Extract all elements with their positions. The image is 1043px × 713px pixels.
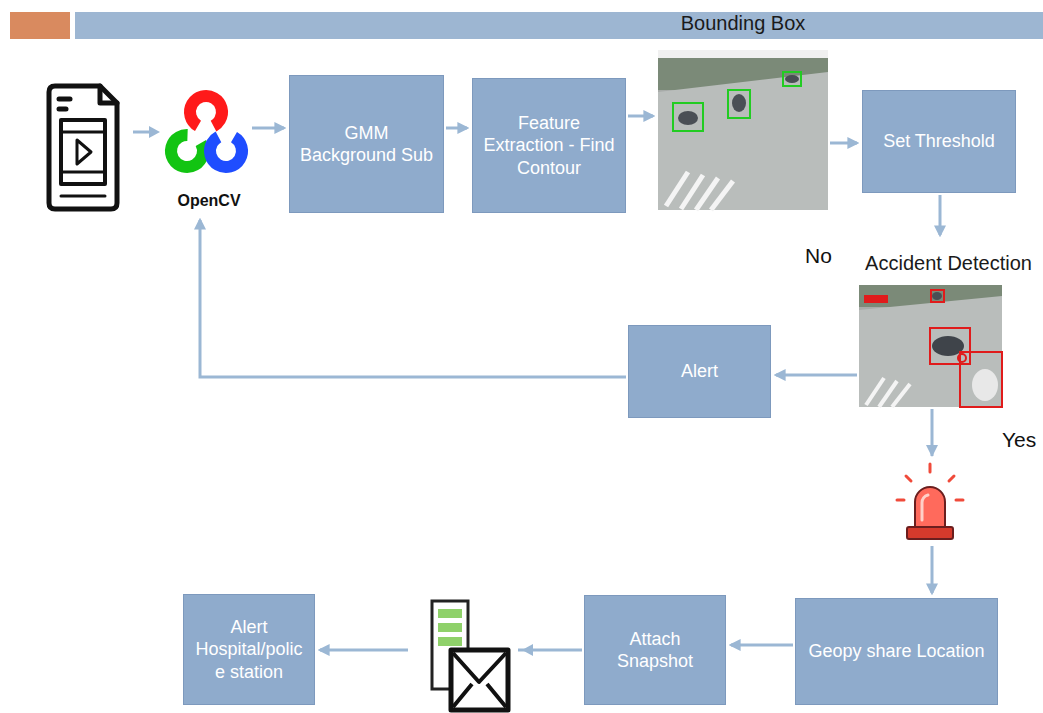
box-label: Alert Hospital/polic e station [192, 616, 306, 684]
process-box: Alert [628, 325, 771, 418]
flow-arrow [731, 644, 793, 647]
siren-icon-part [926, 445, 938, 457]
accident-screenshot-part [972, 369, 998, 401]
mail-server-icon-part [453, 653, 506, 707]
flow-arrow [133, 126, 160, 138]
box-label: Attach Snapshot [593, 628, 717, 673]
accident-screenshot-part [932, 292, 942, 300]
opencv-rings-part [165, 129, 209, 173]
process-box: Attach Snapshot [584, 595, 726, 705]
accident-screenshot-part [859, 285, 1002, 407]
video-file-icon-part [61, 120, 105, 184]
video-file-icon-part [61, 195, 105, 198]
opencv-logo: OpenCV [168, 88, 250, 215]
traffic-screenshot-part [732, 94, 746, 112]
logo-label: OpenCV [162, 192, 256, 210]
video-file-icon-part [59, 97, 70, 102]
traffic-screenshot-part [658, 72, 828, 210]
mail-server-icon-part [438, 609, 462, 618]
traffic-screenshot-part [658, 50, 828, 58]
video-file-icon-part [77, 140, 91, 164]
opencv-rings-part [184, 90, 228, 134]
accident-screenshot-part-part [892, 384, 910, 407]
traffic-screenshot-part [678, 111, 698, 125]
process-box: Feature Extraction - Find Contour [472, 78, 626, 213]
header-band-part [75, 12, 1043, 39]
mail-server-icon-part [438, 637, 462, 646]
siren-icon-part-part [897, 499, 904, 502]
screenshot-node: Bounding Box [658, 8, 828, 210]
traffic-screenshot [658, 50, 828, 210]
accident-screenshot-part-part [931, 290, 944, 302]
traffic-screenshot-part [785, 75, 799, 83]
header-band-part [10, 12, 70, 39]
process-box: GMM Background Sub [289, 75, 444, 213]
box-label: GMM Background Sub [298, 122, 435, 167]
video-file-icon-part [100, 86, 117, 103]
traffic-screenshot-part [673, 72, 801, 131]
box-label: Feature Extraction - Find Contour [481, 112, 617, 180]
box-label: Alert [681, 360, 718, 383]
siren-icon-part [893, 456, 967, 546]
traffic-screenshot-part-part [728, 90, 750, 118]
siren-icon-part [915, 487, 945, 528]
traffic-screenshot-part-part [673, 103, 703, 131]
traffic-screenshot-part-part [711, 181, 733, 210]
accident-screenshot-part [859, 296, 1002, 407]
process-box: Geopy share Location [795, 598, 998, 705]
box-label: Set Threshold [883, 130, 995, 153]
flow-arrow [446, 127, 467, 130]
box-label: Geopy share Location [808, 640, 984, 663]
siren-icon-part-part [929, 464, 932, 472]
accident-screenshot-part-part [865, 296, 887, 302]
mail-server-icon [408, 597, 533, 713]
accident-screenshot-part [866, 378, 910, 407]
siren-icon-part-part [906, 476, 911, 481]
branch-label: No [805, 244, 832, 268]
flow-arrow [939, 195, 942, 235]
accident-screenshot [859, 285, 1002, 407]
image-heading: Accident Detection [865, 252, 1032, 275]
flow-arrow [830, 142, 857, 145]
opencv-rings-part [204, 129, 248, 173]
siren-icon-part-part [949, 476, 954, 481]
video-file-icon [49, 86, 117, 209]
siren-icon-part [907, 527, 953, 539]
video-file-icon-part [61, 132, 105, 172]
mail-server-icon-part [451, 650, 508, 710]
mail-server-icon-part [522, 644, 533, 656]
flow-arrow-part [133, 131, 151, 134]
traffic-screenshot-part-part [783, 72, 801, 86]
video-file-icon-part [59, 107, 66, 112]
siren-icon [893, 445, 967, 546]
header-band [10, 12, 1043, 39]
flow-arrow-part [149, 126, 160, 138]
flow-arrow [628, 115, 653, 118]
accident-screenshot-part-part [958, 354, 966, 362]
traffic-screenshot-part [658, 50, 828, 210]
accident-screenshot-part-part [930, 328, 970, 364]
video-file-icon-part [49, 86, 117, 209]
siren-icon-part [922, 495, 928, 520]
accident-screenshot-part [865, 290, 1002, 407]
process-box: Alert Hospital/polic e station [183, 594, 315, 705]
flow-arrow [776, 374, 857, 377]
mail-server-icon-part [408, 597, 518, 713]
opencv-rings [165, 90, 248, 173]
flow-arrow [200, 220, 626, 377]
process-box: Set Threshold [862, 90, 1016, 193]
flow-arrow [252, 127, 284, 130]
image-heading: Bounding Box [681, 12, 806, 35]
siren-icon-part-part [956, 499, 963, 502]
screenshot-node: Accident Detection [859, 240, 1002, 407]
mail-server-icon-part [438, 623, 462, 632]
traffic-screenshot-part [666, 172, 733, 210]
branch-label: Yes [1002, 428, 1036, 452]
